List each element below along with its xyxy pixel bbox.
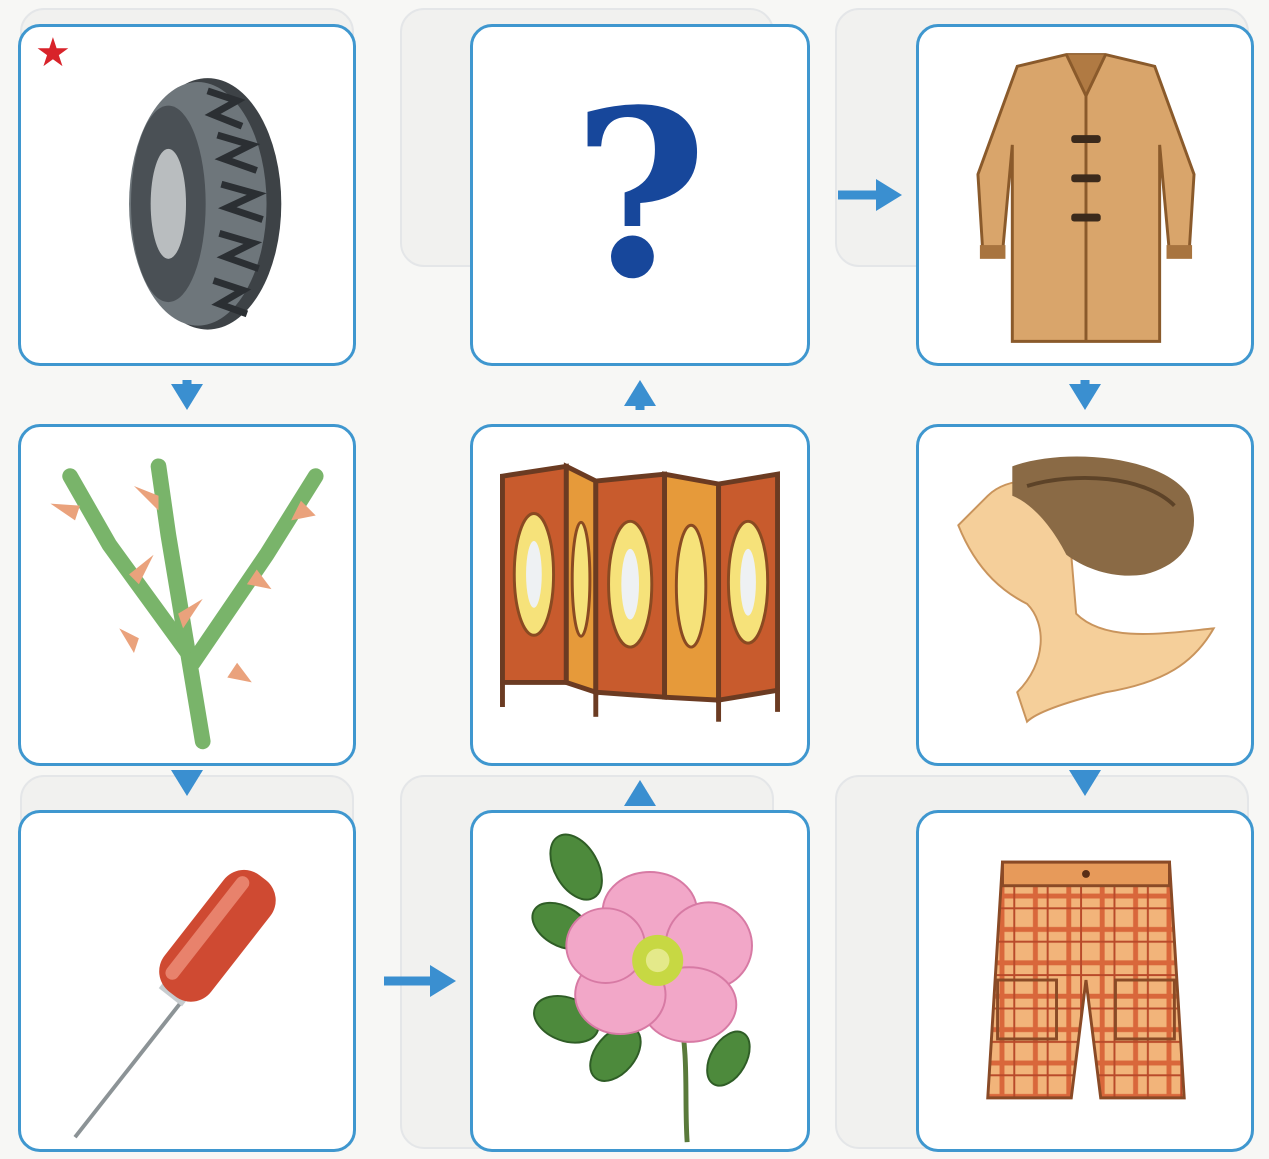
fur-coat-icon xyxy=(919,27,1251,363)
card-coat[interactable] xyxy=(916,24,1254,366)
flow-arrow-head xyxy=(1069,384,1101,410)
tire-icon xyxy=(21,27,353,363)
card-folding-screen[interactable] xyxy=(470,424,810,766)
card-neck[interactable] xyxy=(916,424,1254,766)
folding-screen-icon xyxy=(473,427,807,763)
rosehip-flower-icon xyxy=(473,813,807,1149)
card-shorts[interactable] xyxy=(916,810,1254,1152)
flow-arrow-head xyxy=(171,384,203,410)
shorts-icon xyxy=(919,813,1251,1149)
flow-arrow-head xyxy=(624,380,656,406)
flow-arrow xyxy=(171,380,203,410)
neck-profile-icon xyxy=(919,427,1251,763)
flow-arrow xyxy=(624,380,656,410)
awl-icon xyxy=(21,813,353,1149)
card-awl[interactable] xyxy=(18,810,356,1152)
card-question[interactable]: ? xyxy=(470,24,810,366)
question-mark-icon: ? xyxy=(473,27,807,363)
card-tire[interactable]: ★ xyxy=(18,24,356,366)
flow-arrow xyxy=(1069,380,1101,410)
card-rosehip-flower[interactable] xyxy=(470,810,810,1152)
thorny-branch-icon xyxy=(21,427,353,763)
card-thorny-branch[interactable] xyxy=(18,424,356,766)
